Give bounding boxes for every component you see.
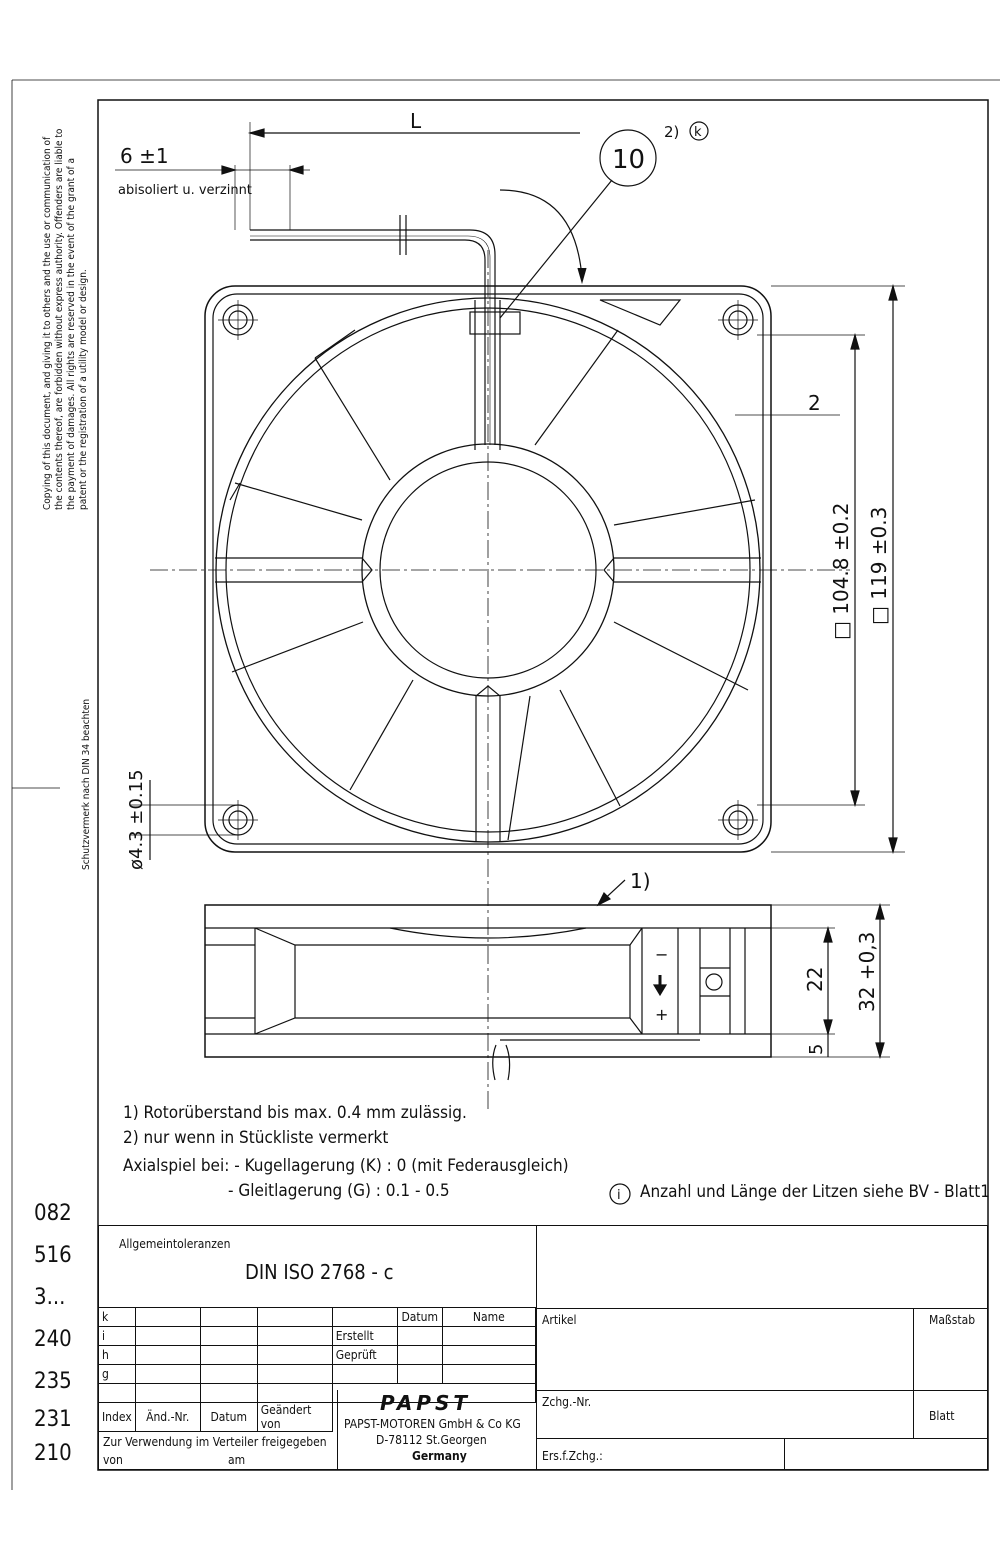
dimension-inner-square: □ 104.8 ±0.2 (829, 503, 853, 640)
dimension-2: 2 (808, 391, 821, 415)
drawing-number-label: Zchg.-Nr. (542, 1395, 592, 1409)
rev-letter: h (98, 1345, 136, 1365)
note-litzen: Anzahl und Länge der Litzen siehe BV - B… (640, 1182, 990, 1202)
item-circle-letter: k (694, 125, 702, 140)
col-datum: Datum (396, 1307, 443, 1327)
note-bom: 2) nur wenn in Stückliste vermerkt (123, 1128, 389, 1148)
plus-marking: + (655, 1005, 668, 1024)
date-header: Datum (199, 1402, 258, 1432)
replacement-label: Ers.f.Zchg.: (542, 1449, 603, 1463)
company-country: Germany (412, 1449, 467, 1463)
dimension-32: 32 +0,3 (855, 932, 879, 1012)
index-number: 3... (34, 1285, 66, 1310)
rev-letter: g (98, 1364, 136, 1384)
dimension-hole-diameter: ø4.3 ±0.15 (126, 769, 147, 870)
rev-letter: i (98, 1326, 136, 1346)
erstellt-label: Erstellt (331, 1326, 398, 1346)
col-name: Name (441, 1307, 537, 1327)
lead-length-label: L (410, 109, 422, 133)
release-am: am (228, 1453, 246, 1467)
strip-note: abisoliert u. verzinnt (118, 183, 252, 198)
dimension-outer-square: □ 119 ±0.3 (867, 507, 891, 625)
blatt-label: Blatt (929, 1409, 955, 1423)
index-number: 082 (34, 1201, 72, 1226)
index-number: 516 (34, 1243, 72, 1268)
geprueft-label: Geprüft (331, 1345, 398, 1365)
dimension-5: 5 (806, 1044, 827, 1055)
change-number-header: Änd.-Nr. (134, 1402, 201, 1432)
index-number: 210 (34, 1441, 72, 1466)
revision-table: k Datum Name i Erstellt h Geprüft g Inde… (98, 1307, 537, 1432)
index-number: 235 (34, 1369, 72, 1394)
massstab-label: Maßstab (929, 1313, 976, 1327)
index-number: 231 (34, 1407, 72, 1432)
changed-by-header: Geändert von (256, 1402, 333, 1432)
tolerances-value: DIN ISO 2768 - c (245, 1260, 394, 1284)
rev-letter: k (98, 1307, 136, 1327)
tolerances-label: Allgemeintoleranzen (119, 1237, 231, 1251)
note-1-reference: 1) (630, 869, 651, 893)
index-number: 240 (34, 1327, 72, 1352)
dimension-22: 22 (803, 967, 827, 992)
minus-marking: − (655, 945, 668, 964)
info-icon: i (617, 1188, 621, 1203)
note-rotor: 1) Rotorüberstand bis max. 0.4 mm zuläss… (123, 1103, 467, 1123)
strip-dimension: 6 ±1 (120, 144, 169, 168)
item-note: 2) (664, 123, 679, 141)
note-axial-ball: Axialspiel bei: - Kugellagerung (K) : 0 … (123, 1156, 569, 1176)
item-number: 10 (612, 145, 645, 175)
release-text: Zur Verwendung im Verteiler freigegeben (103, 1435, 327, 1449)
release-von: von (103, 1453, 123, 1467)
company-address: D-78112 St.Georgen (376, 1433, 487, 1447)
note-axial-sleeve: - Gleitlagerung (G) : 0.1 - 0.5 (228, 1181, 450, 1201)
company-name: PAPST-MOTOREN GmbH & Co KG (344, 1417, 521, 1431)
artikel-label: Artikel (542, 1313, 577, 1327)
index-header: Index (98, 1402, 136, 1432)
